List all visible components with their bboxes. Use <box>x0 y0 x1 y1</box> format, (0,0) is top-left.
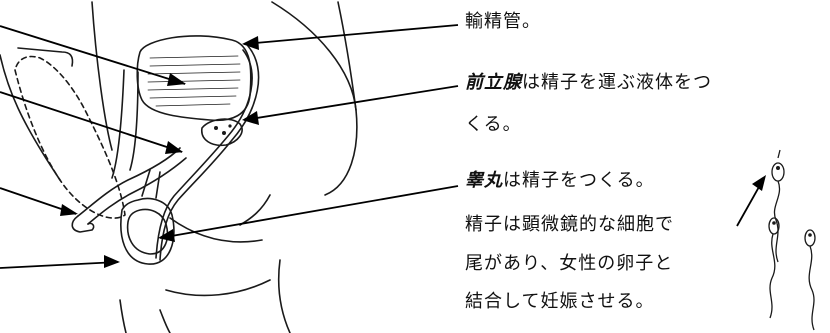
dashed-thigh-outline <box>14 55 126 219</box>
testis-term: 睾丸 <box>465 170 503 191</box>
label-testis: 睾丸は精子をつくる。 <box>465 172 655 190</box>
testis-description: は精子をつくる。 <box>503 170 655 191</box>
thigh-outline-lower <box>165 279 271 297</box>
thigh-outline <box>169 217 263 243</box>
arrowheads <box>60 36 766 268</box>
pointer-line-urethra <box>0 91 183 153</box>
sperm-cells <box>768 149 816 331</box>
label-prostate-line2: くる。 <box>465 116 522 134</box>
prostate-description-cont: くる。 <box>465 114 522 135</box>
pointer-line-vas-deferens <box>243 24 459 45</box>
sperm-icon <box>771 149 785 263</box>
pointer-line-scrotum <box>0 261 119 269</box>
pointer-line-bladder <box>0 25 186 85</box>
sperm-description-2: 尾があり、女性の卵子と <box>465 253 674 274</box>
label-prostate: 前立腺は精子を運ぶ液体をつ <box>465 74 712 92</box>
testis <box>120 169 175 265</box>
vas-deferens <box>159 45 260 261</box>
pointer-line-testis <box>159 185 459 239</box>
sperm-description-1: 精子は顕微鏡的な細胞で <box>465 214 674 235</box>
sperm-icon <box>768 217 780 319</box>
penis <box>71 69 187 233</box>
prostate <box>201 118 243 147</box>
prostate-term: 前立腺 <box>465 72 522 93</box>
sperm-icon <box>804 229 816 331</box>
vas-deferens-text: 輸精管。 <box>465 11 541 32</box>
bladder <box>136 35 252 122</box>
body-outline <box>0 1 358 333</box>
label-vas-deferens: 輸精管。 <box>465 13 541 31</box>
sperm-description-3: 結合して妊娠させる。 <box>465 291 655 312</box>
label-sperm-line2: 尾があり、女性の卵子と <box>465 255 673 273</box>
label-sperm-line1: 精子は顕微鏡的な細胞で <box>465 216 674 234</box>
label-sperm-line3: 結合して妊娠させる。 <box>465 293 654 311</box>
prostate-description: は精子を運ぶ液体をつ <box>522 72 712 93</box>
pointer-line-prostate <box>243 85 459 121</box>
